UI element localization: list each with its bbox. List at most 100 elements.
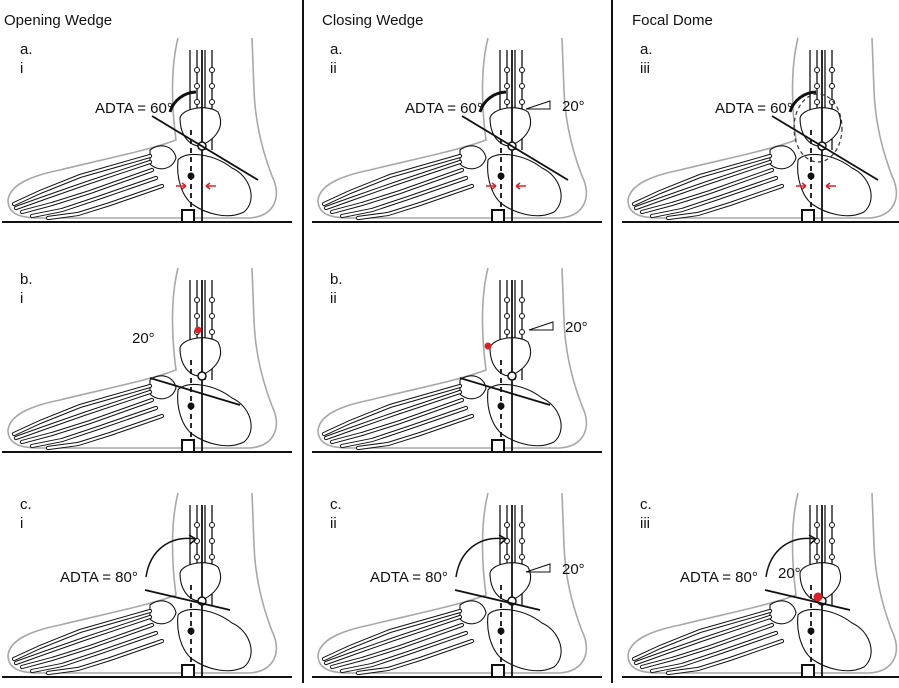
navicular-bone bbox=[769, 145, 797, 170]
navicular-bone bbox=[459, 375, 487, 400]
shaft-marker bbox=[209, 554, 215, 560]
shaft-marker bbox=[194, 67, 200, 73]
foot-ray-inner bbox=[356, 639, 474, 675]
wedge-angle-label: 20° bbox=[778, 565, 801, 582]
shaft-marker bbox=[829, 83, 835, 89]
adta-measurement-label: ADTA = 80° bbox=[370, 569, 448, 586]
foot-ray-inner bbox=[330, 168, 464, 214]
shaft-marker bbox=[504, 554, 510, 560]
ankle-joint-line bbox=[771, 115, 879, 181]
shaft-marker bbox=[814, 67, 820, 73]
adta-measurement-label: ADTA = 80° bbox=[60, 569, 138, 586]
shaft-marker bbox=[519, 554, 525, 560]
foot-ray-inner bbox=[14, 615, 152, 665]
shaft-marker bbox=[194, 99, 200, 105]
foot-ray-inner bbox=[20, 623, 154, 669]
subtalar-center bbox=[497, 172, 505, 180]
foot-skin-outline bbox=[7, 267, 278, 449]
panel-letter-label: c. bbox=[20, 496, 32, 513]
adta-arc bbox=[765, 537, 817, 578]
shaft-marker bbox=[829, 538, 835, 544]
foot-ray-inner bbox=[340, 406, 468, 448]
panel-letter-label: c. bbox=[330, 496, 342, 513]
calcaneus-bone bbox=[487, 608, 562, 672]
heel-marker-square bbox=[181, 439, 195, 453]
ankle-joint-line bbox=[151, 115, 259, 181]
foot-ray-inner bbox=[46, 184, 164, 220]
panel-roman-label: ii bbox=[330, 60, 337, 77]
shaft-marker bbox=[519, 329, 525, 335]
red-dome-center bbox=[813, 592, 823, 602]
shaft-marker bbox=[519, 83, 525, 89]
foot-ray-inner bbox=[330, 623, 464, 669]
adta-measurement-label: ADTA = 60° bbox=[405, 100, 483, 117]
shaft-marker bbox=[209, 538, 215, 544]
red-hinge-point bbox=[484, 342, 492, 350]
panel-roman-label: iii bbox=[640, 515, 650, 532]
leg-bone-shafts bbox=[499, 280, 523, 380]
foot-ray-inner bbox=[640, 623, 774, 669]
calcaneus-bone bbox=[487, 153, 562, 217]
adta-arc bbox=[455, 537, 507, 578]
subtalar-center bbox=[497, 402, 505, 410]
adta-arc bbox=[145, 537, 197, 578]
subtalar-center bbox=[807, 172, 815, 180]
foot-ray-inner bbox=[324, 160, 462, 210]
adta-arc bbox=[168, 90, 197, 113]
adta-measurement-label: ADTA = 60° bbox=[715, 100, 793, 117]
foot-ray-inner bbox=[14, 390, 152, 440]
talus-bone bbox=[179, 107, 222, 147]
foot-ray-inner bbox=[324, 615, 462, 665]
red-arrow-left bbox=[515, 182, 526, 190]
foot-ray-inner bbox=[322, 609, 462, 661]
shaft-marker bbox=[829, 99, 835, 105]
foot-ray-inner bbox=[650, 176, 778, 218]
foot-ray-inner bbox=[30, 176, 158, 218]
navicular-bone bbox=[459, 145, 487, 170]
navicular-bone bbox=[459, 600, 487, 625]
panel-letter-label: a. bbox=[330, 41, 343, 58]
adta-measurement-label: ADTA = 60° bbox=[95, 100, 173, 117]
foot-ray-inner bbox=[14, 160, 152, 210]
foot-skin-outline bbox=[317, 492, 588, 674]
panel-letter-label: a. bbox=[640, 41, 653, 58]
foot-ray-inner bbox=[666, 184, 784, 220]
shaft-marker bbox=[504, 99, 510, 105]
foot-ray-inner bbox=[322, 154, 462, 206]
panel-roman-label: i bbox=[20, 290, 23, 307]
shaft-marker bbox=[194, 297, 200, 303]
calcaneus-bone bbox=[177, 153, 252, 217]
talus-bone bbox=[799, 562, 842, 602]
ankle-joint-center bbox=[507, 371, 517, 381]
calcaneus-bone bbox=[177, 608, 252, 672]
red-arrow-right bbox=[486, 182, 497, 190]
shaft-marker bbox=[504, 297, 510, 303]
shaft-marker bbox=[209, 313, 215, 319]
shaft-marker bbox=[519, 297, 525, 303]
leg-bone-shafts bbox=[189, 505, 213, 605]
foot-ray-inner bbox=[322, 384, 462, 436]
ankle-joint-line bbox=[461, 115, 569, 181]
subtalar-center bbox=[807, 627, 815, 635]
heel-marker-square bbox=[801, 209, 815, 223]
red-arrow-left bbox=[825, 182, 836, 190]
talus-bone bbox=[489, 562, 532, 602]
foot-skin-outline bbox=[317, 37, 588, 219]
shaft-marker bbox=[814, 554, 820, 560]
subtalar-center bbox=[187, 627, 195, 635]
focal-dome-circle bbox=[793, 93, 843, 163]
foot-ray-inner bbox=[356, 414, 474, 450]
foot-skin-outline bbox=[7, 492, 278, 674]
shaft-marker bbox=[829, 554, 835, 560]
panel-letter-label: b. bbox=[330, 271, 343, 288]
leg-bone-shafts bbox=[809, 505, 833, 605]
shaft-marker bbox=[829, 67, 835, 73]
wedge-angle-indicator bbox=[528, 321, 554, 331]
shaft-marker bbox=[504, 329, 510, 335]
